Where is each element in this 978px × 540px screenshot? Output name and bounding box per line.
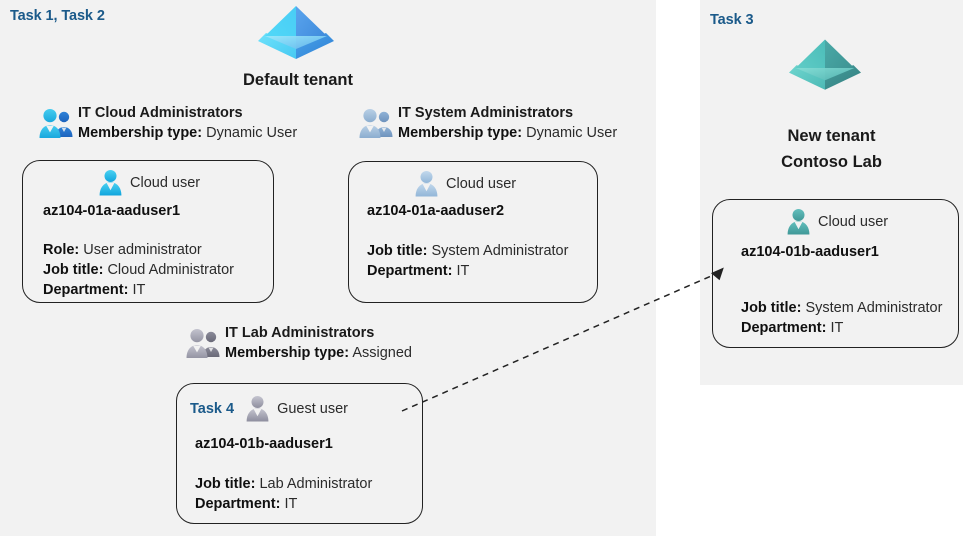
user-properties: Role: User administrator Job title: Clou… <box>43 240 234 300</box>
card-header: Cloud user <box>413 170 516 197</box>
property-value: IT <box>132 282 146 298</box>
property-value: System Administrator <box>805 300 943 316</box>
group-name: IT System Administrators <box>398 105 574 121</box>
user-card-guest-aaduser1-b[interactable]: Task 4 Guest user az104-01b-aaduser1 Job… <box>176 383 423 524</box>
property-department: Department: IT <box>195 494 372 514</box>
cloud-user-icon <box>413 170 440 197</box>
card-header: Cloud user <box>785 208 888 235</box>
user-properties: Job title: Lab Administrator Department:… <box>195 474 372 514</box>
property-department: Department: IT <box>43 280 234 300</box>
cloud-user-icon <box>785 208 812 235</box>
property-label: Job title: <box>195 476 256 492</box>
property-value: User administrator <box>83 242 202 258</box>
property-value: IT <box>456 263 470 279</box>
task-label-1-2: Task 1, Task 2 <box>10 8 105 24</box>
group-membership: Membership type: Dynamic User <box>398 123 617 143</box>
card-header: Cloud user <box>97 169 200 196</box>
guest-user-icon <box>244 395 271 422</box>
property-role: Role: User administrator <box>43 240 234 260</box>
user-type-label: Cloud user <box>446 175 517 192</box>
property-label: Role: <box>43 242 80 258</box>
user-properties: Job title: System Administrator Departme… <box>367 241 568 281</box>
group-name: IT Lab Administrators <box>225 325 375 341</box>
user-principal-name: az104-01a-aaduser1 <box>43 203 181 219</box>
group-membership-value: Assigned <box>352 345 412 361</box>
group-users-icon <box>185 328 221 360</box>
user-principal-name: az104-01b-aaduser1 <box>741 244 879 260</box>
group-membership-label: Membership type: <box>78 125 203 141</box>
cloud-user-icon <box>97 169 124 196</box>
property-label: Department: <box>741 320 827 336</box>
user-card-aaduser1-a[interactable]: Cloud user az104-01a-aaduser1 Role: User… <box>22 160 274 303</box>
group-membership-value: Dynamic User <box>206 125 298 141</box>
property-label: Department: <box>43 282 129 298</box>
property-label: Job title: <box>741 300 802 316</box>
new-tenant-title-line1: New tenant <box>787 127 876 145</box>
property-job-title: Job title: System Administrator <box>741 298 942 318</box>
property-job-title: Job title: Cloud Administrator <box>43 260 234 280</box>
group-users-icon <box>358 108 394 140</box>
group-membership-label: Membership type: <box>398 125 523 141</box>
property-label: Job title: <box>43 262 104 278</box>
user-type-label: Guest user <box>277 400 348 417</box>
property-department: Department: IT <box>367 261 568 281</box>
user-card-aaduser1-b[interactable]: Cloud user az104-01b-aaduser1 Job title:… <box>712 199 959 348</box>
property-value: Lab Administrator <box>259 476 373 492</box>
group-membership: Membership type: Assigned <box>225 343 412 363</box>
user-type-label: Cloud user <box>818 213 889 230</box>
user-card-aaduser2-a[interactable]: Cloud user az104-01a-aaduser2 Job title:… <box>348 161 598 303</box>
default-tenant-panel <box>0 0 656 536</box>
user-type-label: Cloud user <box>130 174 201 191</box>
azure-tenant-icon <box>789 36 861 98</box>
property-label: Department: <box>195 496 281 512</box>
property-label: Department: <box>367 263 453 279</box>
user-principal-name: az104-01a-aaduser2 <box>367 203 505 219</box>
card-header: Task 4 Guest user <box>190 395 348 422</box>
task-label-4: Task 4 <box>190 400 235 417</box>
property-value: IT <box>284 496 298 512</box>
azure-tenant-icon <box>258 3 334 67</box>
group-users-icon <box>38 108 74 140</box>
property-value: Cloud Administrator <box>107 262 234 278</box>
property-department: Department: IT <box>741 318 942 338</box>
user-principal-name: az104-01b-aaduser1 <box>195 436 333 452</box>
new-tenant-title-line2: Contoso Lab <box>781 153 882 171</box>
group-membership-label: Membership type: <box>225 345 350 361</box>
user-properties: Job title: System Administrator Departme… <box>741 298 942 338</box>
group-membership: Membership type: Dynamic User <box>78 123 297 143</box>
group-membership-value: Dynamic User <box>526 125 618 141</box>
task-label-3: Task 3 <box>710 12 754 28</box>
property-job-title: Job title: Lab Administrator <box>195 474 372 494</box>
property-job-title: Job title: System Administrator <box>367 241 568 261</box>
property-value: IT <box>830 320 844 336</box>
group-name: IT Cloud Administrators <box>78 105 243 121</box>
property-label: Job title: <box>367 243 428 259</box>
property-value: System Administrator <box>431 243 569 259</box>
default-tenant-title: Default tenant <box>242 71 353 89</box>
